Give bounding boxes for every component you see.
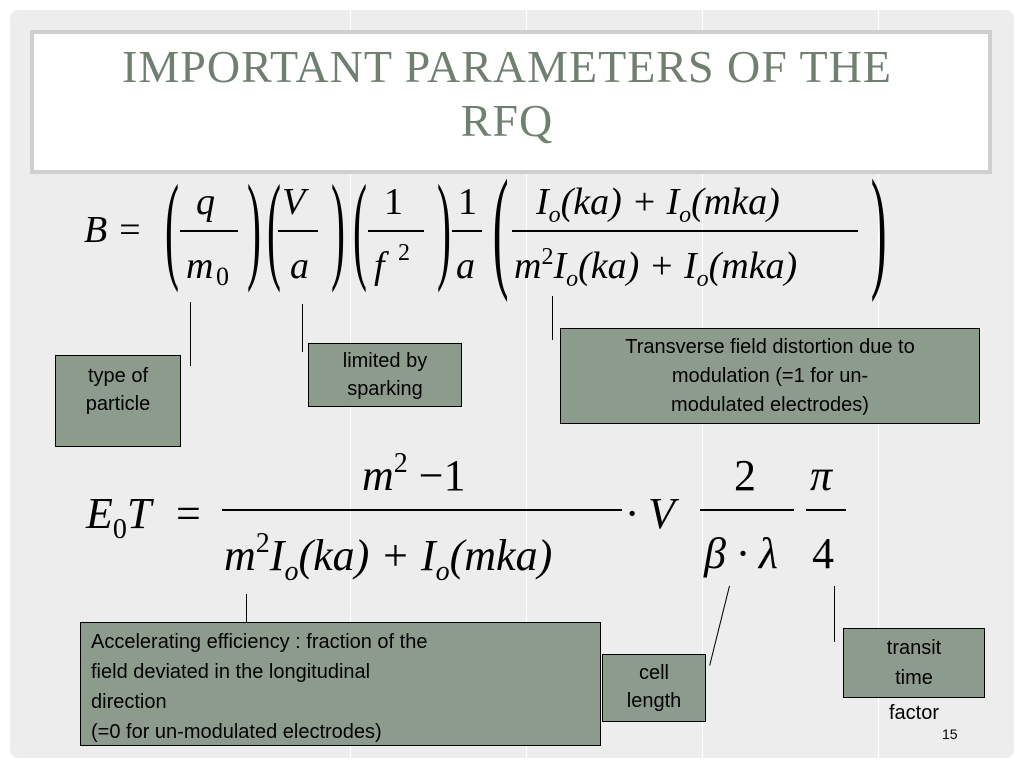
callout-cell-line2: length [626, 690, 682, 712]
page-number: 15 [942, 726, 958, 742]
paren-right: ) [870, 153, 887, 303]
eq-e-sub: 0 [112, 514, 127, 545]
callout-accelerating-efficiency: Accelerating efficiency : fraction of th… [80, 622, 601, 746]
callout-cell-length: cell length [602, 654, 706, 722]
eq-e-two: 2 [734, 451, 756, 500]
paren-right: ) [436, 160, 451, 293]
eq-e-lhs: E0T [86, 488, 151, 546]
slide-title-line2: RFQ [460, 95, 554, 146]
leader-line [302, 304, 303, 352]
eq-e-num-sup: 2 [393, 448, 408, 479]
eq-e-den-sup: 2 [255, 528, 270, 559]
eq-b-num-sub: o [548, 202, 561, 228]
fraction-bar [368, 230, 424, 232]
callout-transit-line2: time [895, 667, 933, 689]
title-box [30, 30, 992, 174]
eq-e-equals: = [176, 489, 201, 538]
background-stripe [526, 10, 527, 758]
callout-cell-line1: cell [638, 662, 669, 684]
eq-e-beta-lambda: β · λ [704, 529, 778, 578]
leader-line [190, 302, 191, 366]
eq-e-den-i: I [269, 531, 285, 580]
fraction-bar [222, 509, 622, 511]
eq-b-den-m: m [514, 245, 542, 287]
eq-b-den-rest1: (ka) + [578, 245, 684, 287]
leader-line [246, 594, 247, 634]
eq-b-one1: 1 [384, 181, 403, 223]
paren-left: ( [266, 160, 281, 293]
eq-b-den-rest2: (mka) [708, 245, 798, 287]
fraction-bar [512, 230, 858, 232]
fraction-bar [452, 230, 482, 232]
callout-accel-line1: Accelerating efficiency : fraction of th… [91, 631, 428, 653]
eq-b-num-rest2: (mka) [691, 181, 780, 223]
fraction-bar [278, 230, 318, 232]
eq-b-den-i: I [553, 245, 567, 287]
eq-b-den-i2: I [683, 245, 697, 287]
eq-e-t: T [126, 489, 152, 538]
paren-right: ) [330, 160, 345, 293]
fraction-bar [700, 509, 794, 511]
eq-b-q: q [196, 181, 215, 223]
callout-transit-line1: transit [886, 637, 942, 659]
callout-particle-type: type of particle [55, 355, 181, 447]
eq-e-den-sub: o [284, 556, 299, 587]
eq-b-v: V [282, 181, 306, 223]
callout-sparking-line1: limited by [342, 350, 428, 372]
eq-b-numerator: Io(ka) + Io(mka) [536, 180, 780, 229]
eq-b-num-rest1: (ka) + [560, 181, 667, 223]
eq-e-numerator: m2 −1 [362, 448, 466, 501]
eq-e-num-m: m [362, 451, 394, 500]
callout-sparking-line2: sparking [347, 378, 423, 400]
eq-e-e: E [86, 489, 113, 538]
paren-left: ( [492, 153, 509, 303]
callout-particle-line2: particle [85, 393, 151, 415]
eq-b-a2: a [456, 245, 475, 287]
paren-left: ( [164, 160, 179, 293]
eq-b-num-i: I [536, 181, 549, 223]
eq-e-den-i2: I [420, 531, 436, 580]
fraction-bar [180, 230, 238, 232]
eq-b-f-sup: 2 [398, 240, 410, 266]
eq-e-den-m: m [224, 531, 256, 580]
eq-e-den-rest2: (mka) [449, 531, 553, 580]
leader-line [834, 586, 835, 642]
eq-b-one2: 1 [458, 181, 477, 223]
callout-transverse-line2: modulation (=1 for un- [671, 365, 869, 387]
eq-b-num-sub2: o [679, 202, 692, 228]
eq-e-num-rest: −1 [407, 451, 466, 500]
slide-title: IMPORTANT PARAMETERS OF THE RFQ [34, 40, 980, 148]
eq-b-m0-sub: 0 [216, 262, 229, 291]
paren-right: ) [246, 160, 261, 293]
eq-e-pi: π [810, 451, 833, 500]
callout-sparking: limited by sparking [308, 343, 462, 407]
fraction-bar [806, 509, 846, 511]
eq-e-den-rest1: (ka) + [298, 531, 421, 580]
eq-e-den-sub2: o [435, 556, 450, 587]
eq-b-m0: m [186, 245, 214, 287]
callout-transverse-distortion: Transverse field distortion due to modul… [560, 328, 980, 424]
eq-e-four: 4 [812, 529, 834, 578]
callout-particle-line1: type of [87, 365, 149, 387]
callout-transverse-line3: modulated electrodes) [671, 394, 869, 416]
eq-b-denominator: m2Io(ka) + Io(mka) [514, 244, 797, 293]
eq-b-lhs: B = [84, 209, 143, 251]
paren-left: ( [352, 160, 367, 293]
eq-b-num-i2: I [666, 181, 680, 223]
leader-line [552, 296, 553, 340]
callout-accel-line4: (=0 for un-modulated electrodes) [91, 721, 382, 743]
eq-e-denominator: m2Io(ka) + Io(mka) [224, 528, 552, 588]
callout-transverse-line1: Transverse field distortion due to [625, 336, 915, 358]
eq-b-den-sub2: o [696, 266, 709, 292]
callout-transit-line3: factor [888, 702, 940, 724]
eq-b-a1: a [290, 245, 309, 287]
callout-accel-line2: field deviated in the longitudinal [91, 661, 371, 683]
callout-transit-time: transit time [843, 628, 985, 698]
eq-b-den-sub: o [566, 266, 579, 292]
eq-b-f: f [374, 245, 385, 287]
slide-title-line1: IMPORTANT PARAMETERS OF THE [122, 41, 892, 92]
callout-accel-line3: direction [91, 691, 167, 713]
eq-e-dot-v: · V [626, 489, 675, 538]
eq-b-den-sup: 2 [541, 244, 554, 270]
